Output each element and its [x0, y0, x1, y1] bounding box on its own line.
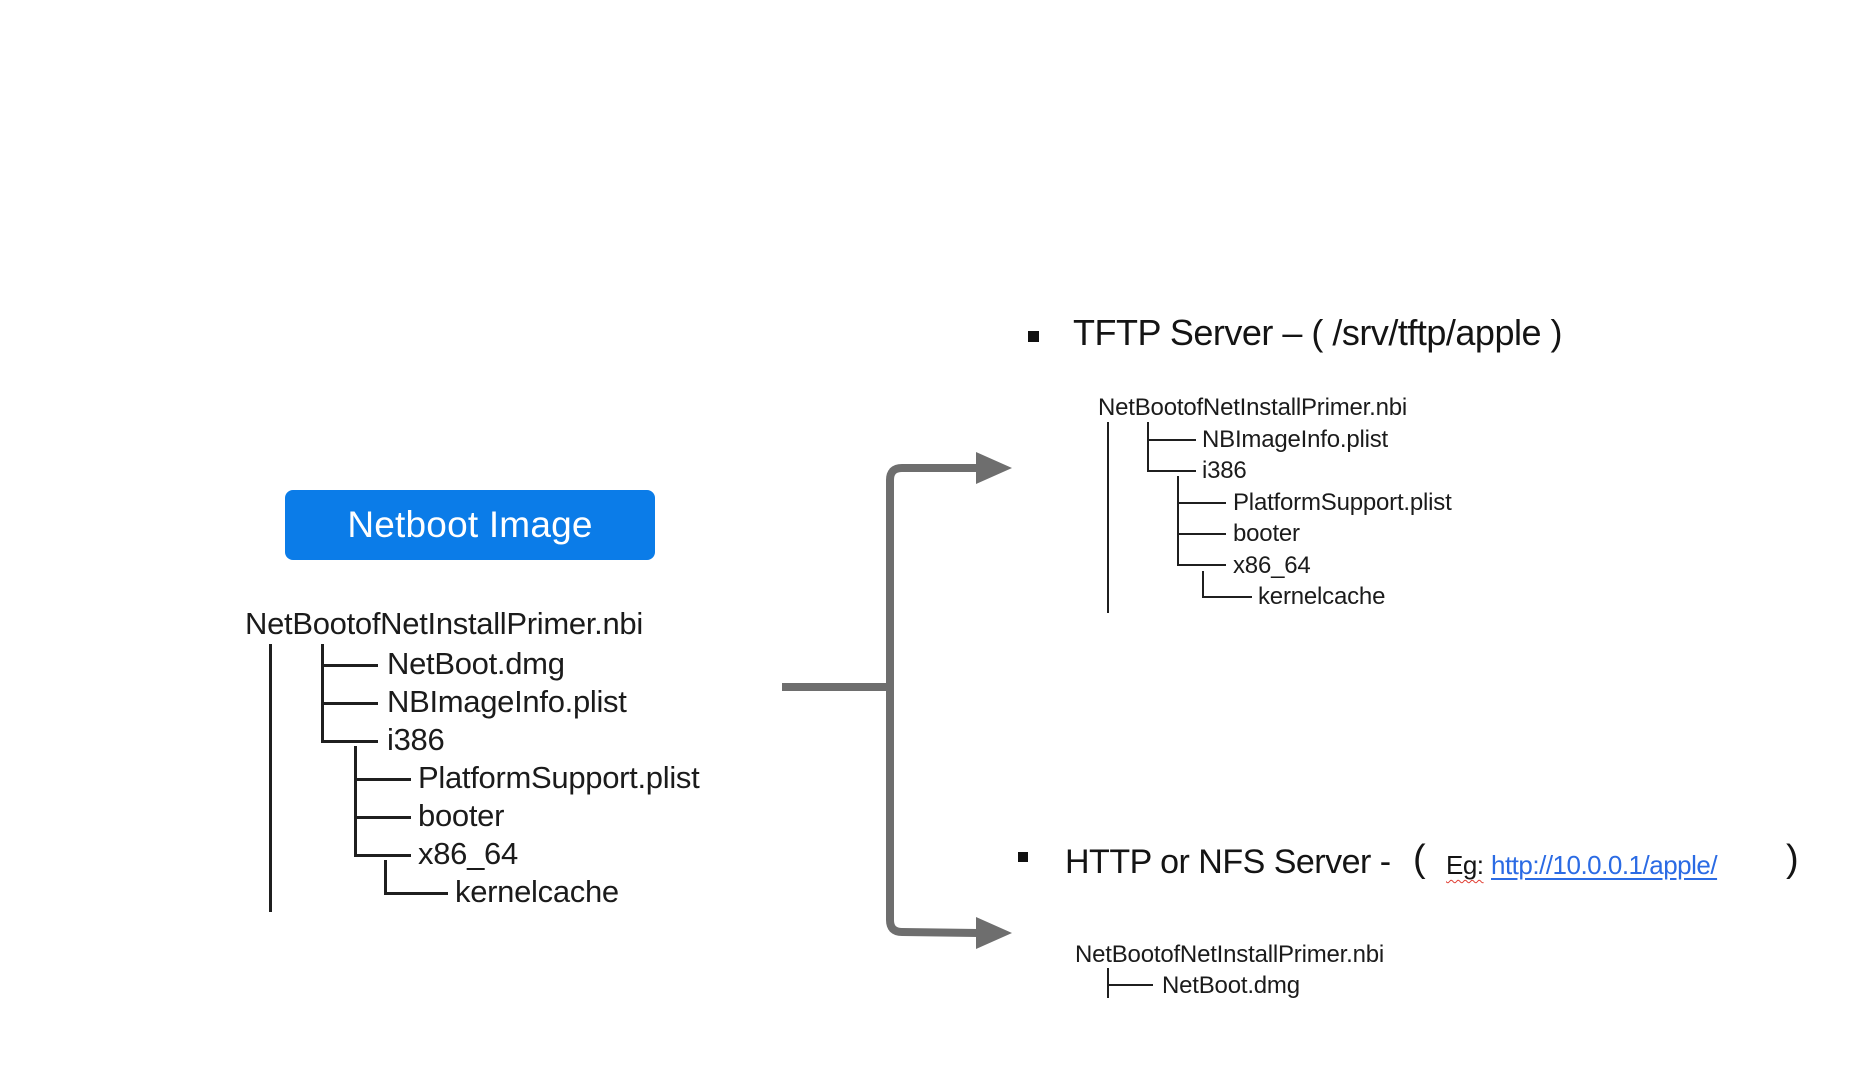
tree-tick-line	[321, 740, 378, 743]
tree-item-label: NetBoot.dmg	[387, 646, 565, 681]
tree-trunk-line	[269, 644, 272, 912]
arrow-bottom-arrowhead-icon	[976, 917, 1012, 949]
tree-branch-line	[1202, 571, 1204, 598]
tree-tick-line	[354, 778, 411, 781]
tftp-server-heading: TFTP Server – ( /srv/tftp/apple )	[1073, 312, 1562, 353]
tree-tick-line	[354, 854, 411, 857]
http-nfs-server-heading: HTTP or NFS Server -	[1065, 843, 1391, 881]
tree-root-label: NetBootofNetInstallPrimer.nbi	[1098, 394, 1408, 421]
tree-root-label: NetBootofNetInstallPrimer.nbi	[245, 606, 643, 641]
tree-tick-line	[1107, 984, 1153, 986]
open-paren-label: (	[1413, 838, 1426, 880]
square-bullet-icon	[1028, 331, 1039, 342]
tree-tick-line	[321, 702, 378, 705]
tree-item-label: PlatformSupport.plist	[418, 760, 700, 795]
tree-root-label: NetBootofNetInstallPrimer.nbi	[1075, 941, 1385, 968]
tree-branch-line	[321, 644, 324, 743]
arrow-top-arrowhead-icon	[976, 452, 1012, 484]
tree-trunk-line	[1107, 422, 1109, 613]
tree-tick-line	[354, 816, 411, 819]
arrow-top-branch-line	[886, 464, 978, 700]
close-paren-label: )	[1786, 838, 1799, 880]
tree-item-label: x86_64	[1233, 552, 1311, 579]
tree-tick-line	[1177, 533, 1226, 535]
tree-item-label: booter	[1233, 520, 1300, 547]
tree-tick-line	[1202, 596, 1252, 598]
tree-item-label: i386	[1202, 457, 1247, 484]
tree-tick-line	[1177, 502, 1226, 504]
tree-item-label: NetBoot.dmg	[1162, 972, 1300, 999]
square-bullet-icon	[1018, 852, 1028, 862]
netboot-image-badge: Netboot Image	[285, 490, 655, 560]
tree-tick-line	[1147, 470, 1196, 472]
tree-item-label: NBImageInfo.plist	[1202, 426, 1389, 453]
tree-tick-line	[384, 892, 448, 895]
tree-branch-line	[384, 860, 387, 895]
tree-item-label: NBImageInfo.plist	[387, 684, 627, 719]
tree-tick-line	[321, 664, 378, 667]
tree-item-label: i386	[387, 722, 445, 757]
tree-branch-line	[1147, 422, 1149, 472]
netboot-image-badge-label: Netboot Image	[347, 504, 593, 545]
tree-item-label: x86_64	[418, 836, 518, 871]
arrow-bottom-branch-line	[886, 676, 979, 937]
tree-item-label: kernelcache	[1258, 583, 1386, 610]
tree-item-label: booter	[418, 798, 505, 833]
tree-tick-line	[1177, 564, 1226, 566]
tree-branch-line	[1177, 476, 1179, 566]
eg-label: Eg:	[1446, 850, 1484, 880]
tree-tick-line	[1147, 439, 1196, 441]
tree-branch-line	[354, 746, 357, 857]
tree-branch-line	[1107, 968, 1109, 998]
apple-url-link[interactable]: http://10.0.0.1/apple/	[1491, 850, 1718, 880]
tree-item-label: kernelcache	[455, 874, 619, 909]
tree-item-label: PlatformSupport.plist	[1233, 489, 1452, 516]
